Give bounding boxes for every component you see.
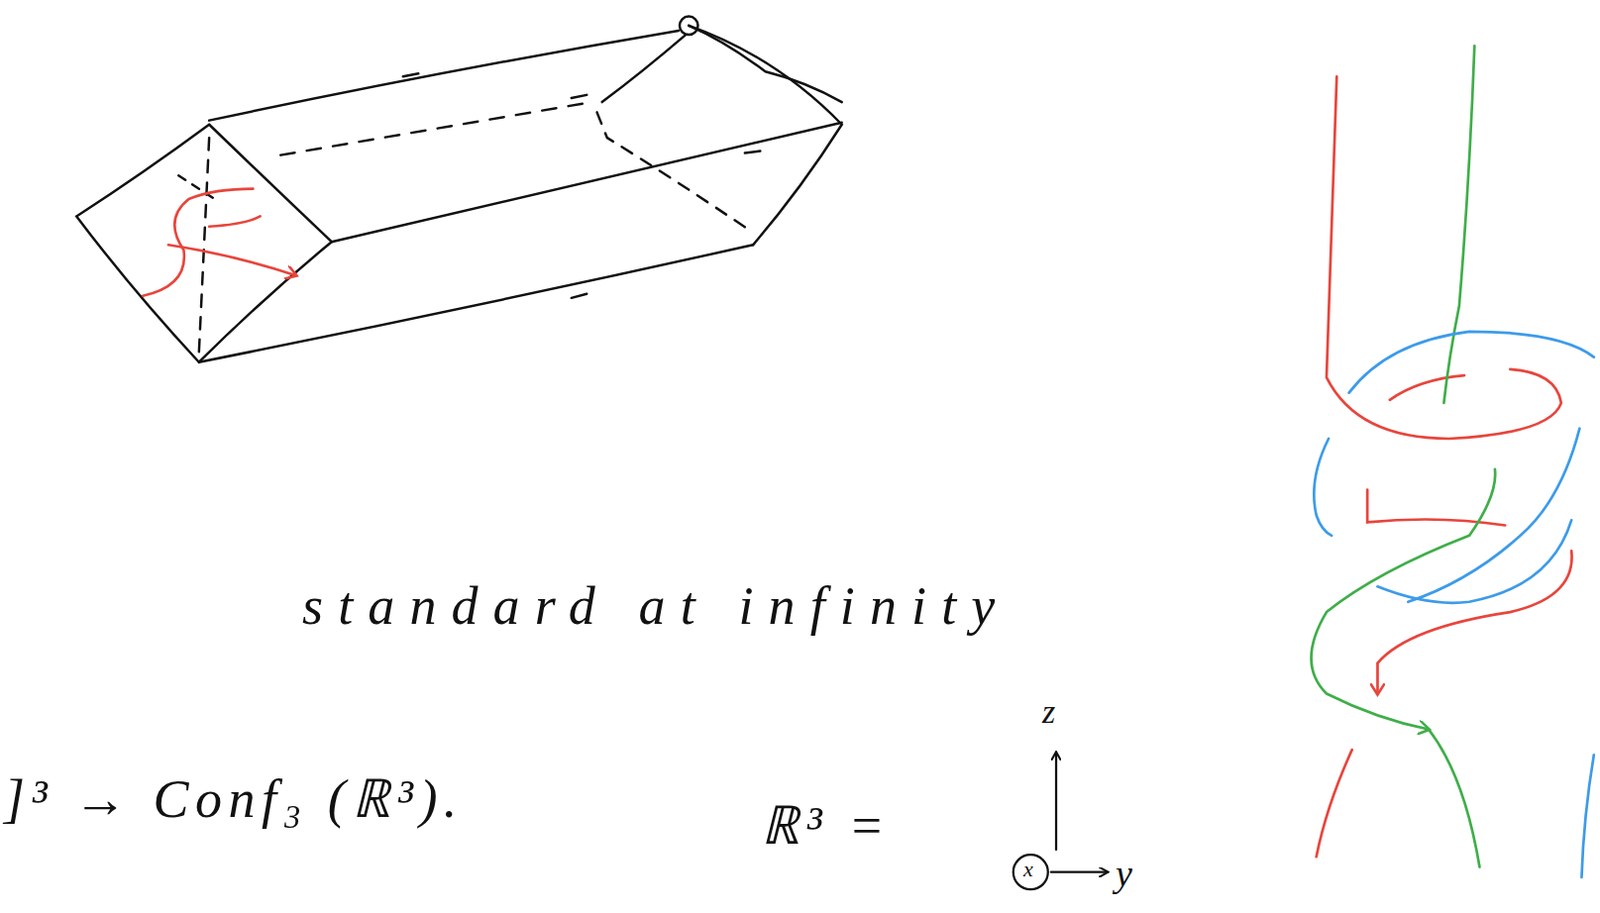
axis-label: x — [1023, 857, 1034, 882]
braid-diagram — [1311, 45, 1595, 877]
note-text: standard at infinity — [302, 577, 1010, 637]
axes-symbol — [1013, 752, 1108, 890]
map-text: ]³ → Conf₃ (ℝ³). — [3, 770, 464, 830]
space-text: ℝ³ = — [760, 797, 891, 856]
prism-sketch — [76, 16, 842, 363]
axis-label: z — [1042, 693, 1056, 731]
strand-curves — [142, 189, 296, 297]
axis-label: y — [1115, 853, 1133, 896]
